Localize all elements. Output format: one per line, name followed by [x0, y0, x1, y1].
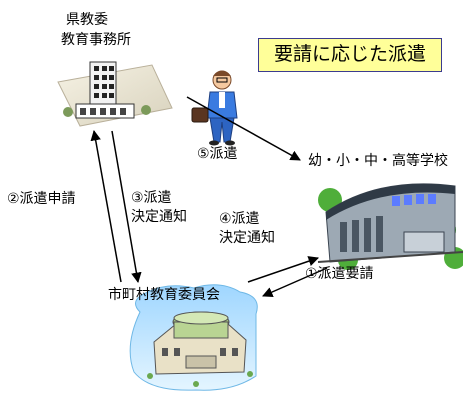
- school-building-icon: [312, 176, 463, 276]
- arrow-f2-board-to-office: [90, 129, 122, 283]
- node-municipal-label: 市町村教育委員会: [108, 287, 220, 303]
- arrow-f1-school-to-board: [262, 267, 328, 298]
- flow-label-f3-line1: ③派遣: [131, 190, 172, 206]
- flow-label-f4-line2: 決定通知: [219, 230, 275, 246]
- flow-label-f3-line2: 決定通知: [131, 209, 187, 225]
- node-prefecture-line1: 県教委: [66, 12, 108, 28]
- flow-label-f1: ①派遣要請: [305, 266, 374, 282]
- arrow-f3-office-to-board: [111, 130, 142, 284]
- flow-label-f2: ②派遣申請: [7, 191, 76, 207]
- node-prefecture-line2: 教育事務所: [61, 32, 131, 48]
- diagram-title: 要請に応じた派遣: [258, 38, 442, 72]
- municipal-building-icon: [129, 284, 258, 391]
- arrow-f4-board-to-school: [247, 256, 319, 283]
- arrow-f5-dispatch: [186, 96, 301, 161]
- office-building-icon: [57, 61, 173, 127]
- teacher-person-icon: [191, 70, 238, 146]
- flow-label-f5: ⑤派遣: [197, 146, 238, 162]
- flow-label-f4-line1: ④派遣: [219, 211, 260, 227]
- node-school-label: 幼・小・中・高等学校: [308, 153, 448, 169]
